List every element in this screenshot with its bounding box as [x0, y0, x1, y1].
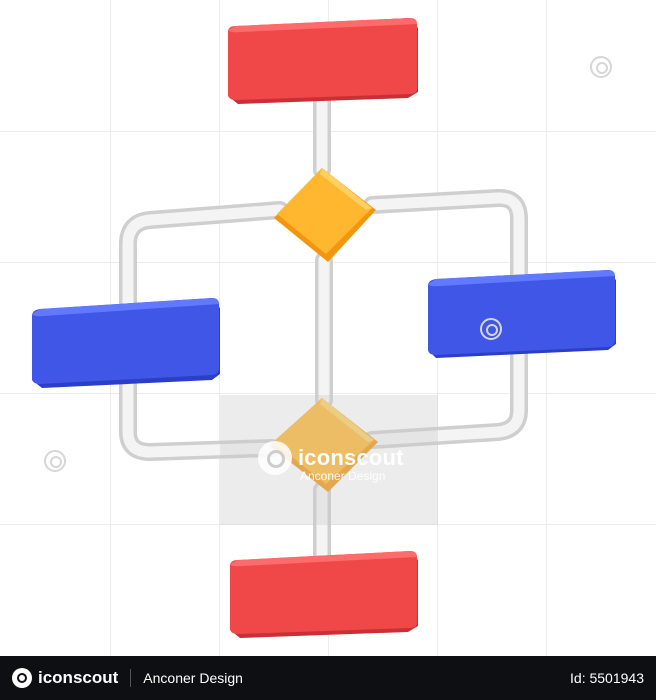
iconscout-logo-icon [258, 441, 292, 475]
connector-lines [119, 91, 528, 574]
watermark-logo-icon [44, 450, 66, 472]
footer-bar: iconscout Anconer Design Id: 5501943 [0, 656, 656, 700]
top-decision-diamond [274, 168, 376, 262]
footer-brand-name: iconscout [38, 668, 119, 687]
footer-brand[interactable]: iconscout [12, 668, 118, 688]
watermark-brand: iconscout [298, 445, 404, 470]
watermark-author: Anconer Design [300, 469, 386, 483]
iconscout-logo-icon [12, 668, 32, 688]
footer-asset-id: Id: 5501943 [570, 670, 644, 686]
bottom-decision-diamond [270, 398, 378, 492]
left-process-box [32, 298, 220, 388]
top-terminal-box [228, 18, 418, 104]
flowchart-illustration [32, 18, 616, 638]
bottom-terminal-box [230, 551, 418, 638]
watermark-logo-icon [590, 56, 612, 78]
footer-author[interactable]: Anconer Design [143, 670, 243, 686]
watermark-logo-icon [480, 318, 502, 340]
center-watermark: iconscout Anconer Design [220, 395, 438, 525]
footer-divider [130, 669, 132, 687]
right-process-box [428, 270, 616, 358]
